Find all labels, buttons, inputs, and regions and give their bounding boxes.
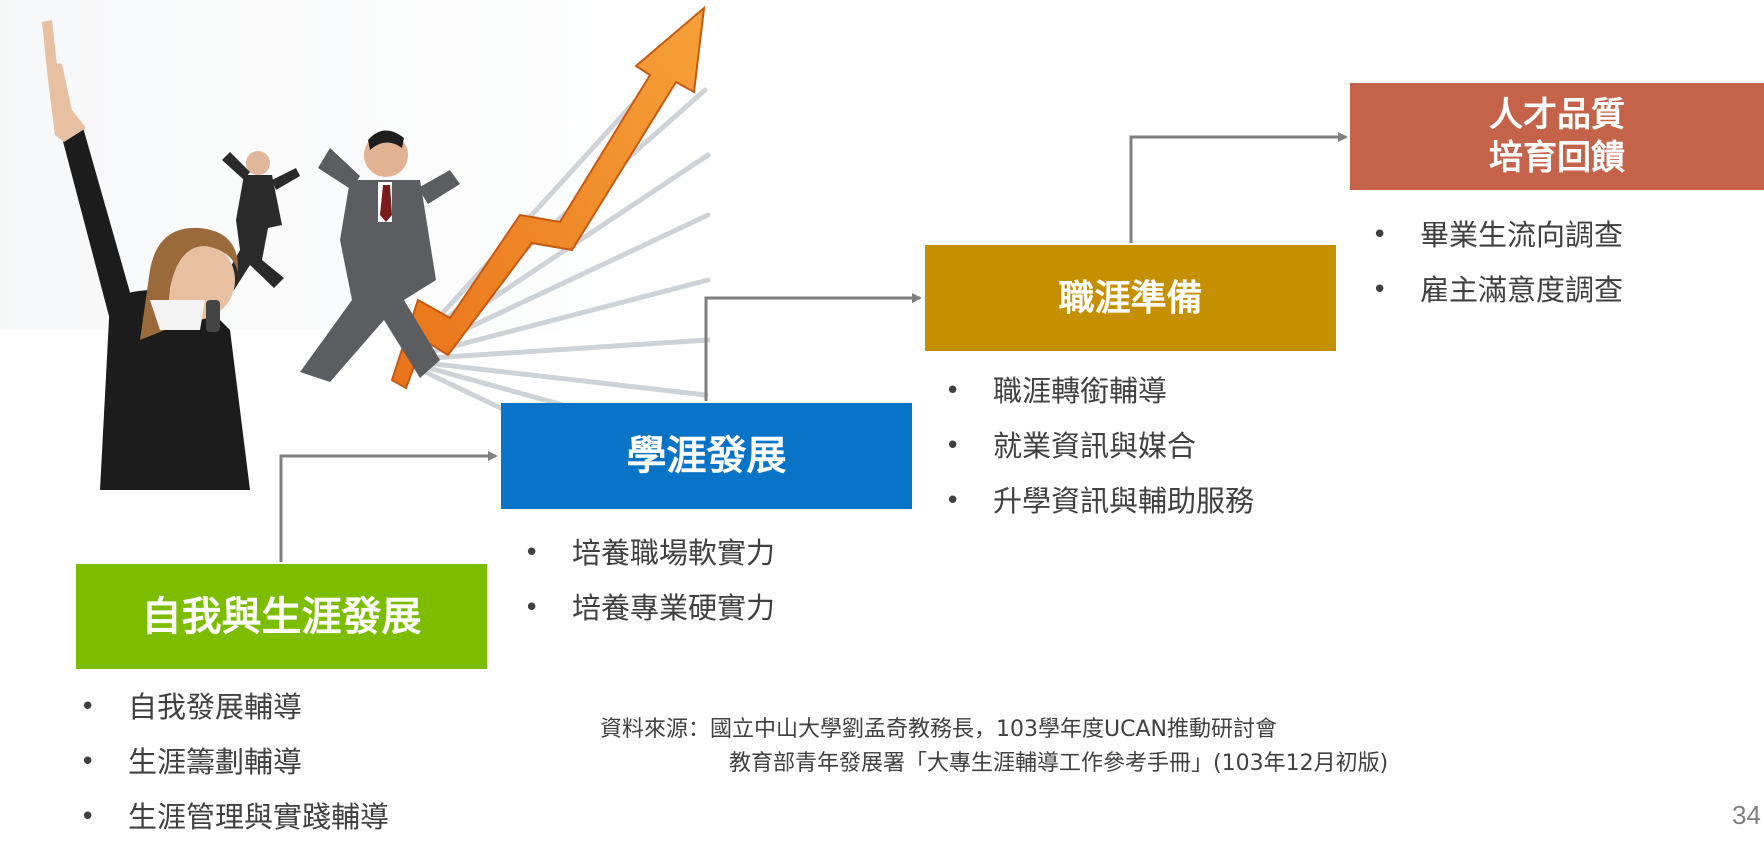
page-number: 34: [1732, 800, 1761, 830]
connector-arrow-2: [704, 293, 922, 401]
list-item: 畢業生流向調查: [1372, 208, 1623, 263]
stage-title-line: 職涯準備: [1058, 277, 1203, 319]
jumping-man-large: [300, 130, 460, 382]
stage-box-career-prep: 職涯準備: [925, 245, 1336, 351]
list-item: 雇主滿意度調查: [1372, 263, 1623, 318]
list-item: 生涯管理與實踐輔導: [80, 790, 389, 845]
rising-arrow-icon: [390, 5, 706, 390]
business-growth-photo: [0, 0, 720, 490]
list-item: 培養專業硬實力: [524, 581, 775, 636]
bullet-list-self-career: 自我發展輔導生涯籌劃輔導生涯管理與實踐輔導: [80, 680, 389, 845]
connector-arrow-3: [1129, 132, 1348, 243]
connector-arrow-1: [279, 451, 498, 562]
source-line-1: 資料來源：國立中山大學劉孟奇教務長，103學年度UCAN推動研討會: [600, 717, 1277, 742]
connector-arrows: [279, 132, 1348, 562]
stage-box-self-career: 自我與生涯發展: [76, 564, 487, 669]
bullet-list-career-prep: 職涯轉銜輔導就業資訊與媒合升學資訊與輔助服務: [945, 364, 1254, 529]
list-item: 自我發展輔導: [80, 680, 389, 735]
stage-box-talent-feedback: 人才品質培育回饋: [1350, 83, 1764, 190]
stage-box-academic: 學涯發展: [501, 403, 912, 509]
list-item: 升學資訊與輔助服務: [945, 474, 1254, 529]
source-note: 資料來源：國立中山大學劉孟奇教務長，103學年度UCAN推動研討會 教育部青年發…: [600, 713, 1388, 781]
list-item: 職涯轉銜輔導: [945, 364, 1254, 419]
list-item: 就業資訊與媒合: [945, 419, 1254, 474]
stage-title-line: 自我與生涯發展: [141, 593, 422, 640]
stage-title-line: 培育回饋: [1489, 137, 1625, 178]
stage-title-line: 學涯發展: [626, 433, 787, 479]
woman-on-phone: [42, 20, 250, 490]
list-item: 生涯籌劃輔導: [80, 735, 389, 790]
stage-title-line: 人才品質: [1489, 95, 1625, 135]
list-item: 培養職場軟實力: [524, 526, 775, 581]
bullet-list-talent-feedback: 畢業生流向調查雇主滿意度調查: [1372, 208, 1623, 318]
source-line-2: 教育部青年發展署「大專生涯輔導工作參考手冊」(103年12月初版): [729, 751, 1389, 776]
bullet-list-academic: 培養職場軟實力培養專業硬實力: [524, 526, 775, 636]
